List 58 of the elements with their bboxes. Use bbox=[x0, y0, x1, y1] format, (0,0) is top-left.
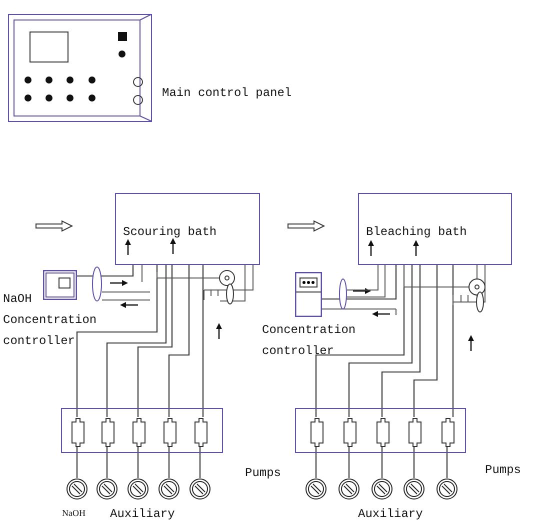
pump-symbol bbox=[193, 418, 209, 447]
valve-symbol bbox=[96, 478, 118, 500]
pump-symbol bbox=[375, 418, 391, 447]
pumps-label: Pumps bbox=[245, 466, 282, 481]
pipe-line bbox=[322, 265, 397, 300]
pipe-line bbox=[137, 446, 139, 478]
valve-symbol bbox=[127, 478, 149, 500]
pump-symbol bbox=[162, 418, 178, 447]
valve-symbol bbox=[403, 478, 425, 500]
valve-symbol bbox=[158, 478, 180, 500]
controller-drawing bbox=[295, 272, 322, 317]
controller-label: Concentration controller bbox=[262, 322, 357, 360]
valve-symbol bbox=[371, 478, 393, 500]
pumps-label: Pumps bbox=[485, 463, 522, 478]
controller-drawing bbox=[43, 270, 77, 300]
valve-symbol bbox=[189, 478, 211, 500]
pump-symbol bbox=[100, 418, 116, 447]
pipe-line bbox=[199, 446, 201, 478]
pipe-line bbox=[106, 265, 167, 417]
pipe-line bbox=[202, 265, 204, 417]
pipe-line bbox=[348, 265, 413, 417]
valve-symbol bbox=[338, 478, 360, 500]
pump-symbol bbox=[342, 418, 358, 447]
pipe-line bbox=[106, 446, 108, 478]
pipe-line bbox=[168, 446, 170, 478]
pipe-line bbox=[168, 265, 190, 417]
bath-label: Scouring bath bbox=[123, 225, 217, 240]
pipe-line bbox=[137, 265, 173, 417]
controller-label: NaOH Concentration controller bbox=[3, 291, 98, 350]
pipe-line bbox=[348, 446, 350, 478]
pipe-line bbox=[76, 265, 158, 417]
chemical-label: NaOH bbox=[62, 507, 86, 520]
pipe-line bbox=[77, 265, 134, 277]
supply-label: Auxiliary bbox=[110, 507, 175, 522]
pipe-line bbox=[413, 265, 438, 417]
valve-symbol bbox=[66, 478, 88, 500]
bath-tank bbox=[358, 193, 512, 265]
pump-symbol bbox=[70, 418, 86, 447]
pump-symbol bbox=[407, 418, 423, 447]
supply-label: Auxiliary bbox=[358, 507, 423, 522]
valve-symbol bbox=[305, 478, 327, 500]
pump-symbol bbox=[131, 418, 147, 447]
valve-symbol bbox=[436, 478, 458, 500]
pipe-line bbox=[381, 265, 421, 417]
bath-label: Bleaching bath bbox=[366, 225, 467, 240]
pump-symbol bbox=[309, 418, 325, 447]
pipe-line bbox=[446, 446, 448, 478]
pipe-line bbox=[381, 446, 383, 478]
pipe-line bbox=[413, 446, 415, 478]
bath-tank bbox=[115, 193, 260, 265]
panel-label: Main control panel bbox=[162, 86, 292, 101]
pipe-line bbox=[315, 446, 317, 478]
pump-housing bbox=[295, 408, 466, 453]
pipe-line bbox=[452, 265, 454, 417]
control-panel-drawing bbox=[8, 14, 152, 122]
pump-symbol bbox=[440, 418, 456, 447]
pipe-line bbox=[76, 446, 78, 478]
pump-housing bbox=[61, 408, 223, 453]
